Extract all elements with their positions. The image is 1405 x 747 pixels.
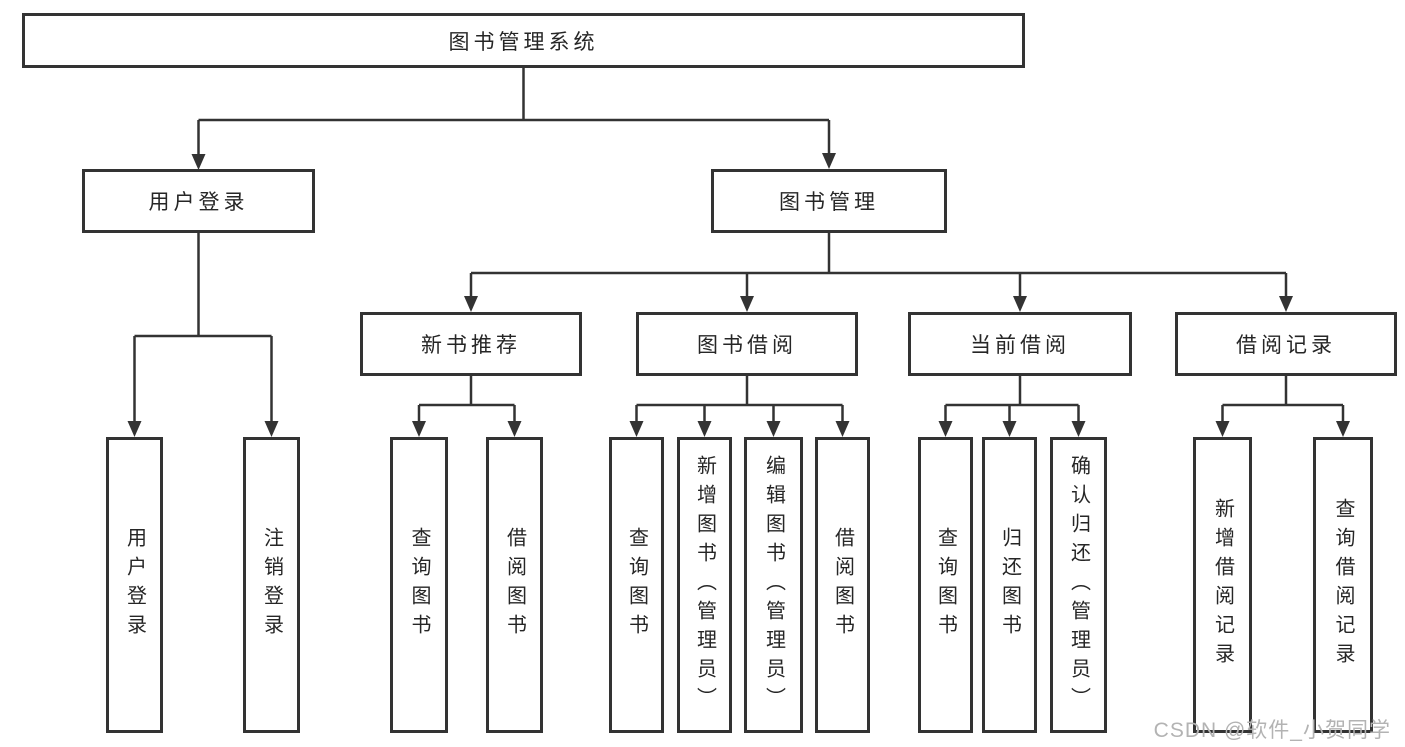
- leaf-edit-book-admin: 编辑图书（管理员）: [744, 437, 803, 733]
- leaf-query-borrow-record: 查询借阅记录: [1313, 437, 1373, 733]
- leaf-user-login: 用户登录: [106, 437, 163, 733]
- node-borrowing-records: 借阅记录: [1175, 312, 1397, 376]
- node-book-borrowing: 图书借阅: [636, 312, 858, 376]
- arrowheads: [127, 153, 1350, 437]
- node-user-login: 用户登录: [82, 169, 315, 233]
- leaf-borrow-books-recommend: 借阅图书: [486, 437, 543, 733]
- leaf-confirm-return-admin: 确认归还（管理员）: [1050, 437, 1107, 733]
- node-root-system: 图书管理系统: [22, 13, 1025, 68]
- node-current-borrowing: 当前借阅: [908, 312, 1132, 376]
- node-book-management: 图书管理: [711, 169, 947, 233]
- leaf-query-books-recommend: 查询图书: [390, 437, 448, 733]
- connector-stems: [133, 68, 1345, 425]
- leaf-add-borrow-record: 新增借阅记录: [1193, 437, 1252, 733]
- leaf-logout: 注销登录: [243, 437, 300, 733]
- leaf-add-book-admin: 新增图书（管理员）: [677, 437, 732, 733]
- leaf-query-books-borrowing: 查询图书: [609, 437, 664, 733]
- node-new-book-recommendation: 新书推荐: [360, 312, 582, 376]
- leaf-query-books-current: 查询图书: [918, 437, 973, 733]
- csdn-watermark: CSDN @软件_小贺同学: [1153, 719, 1391, 742]
- leaf-return-book: 归还图书: [982, 437, 1037, 733]
- leaf-borrow-books-borrowing: 借阅图书: [815, 437, 870, 733]
